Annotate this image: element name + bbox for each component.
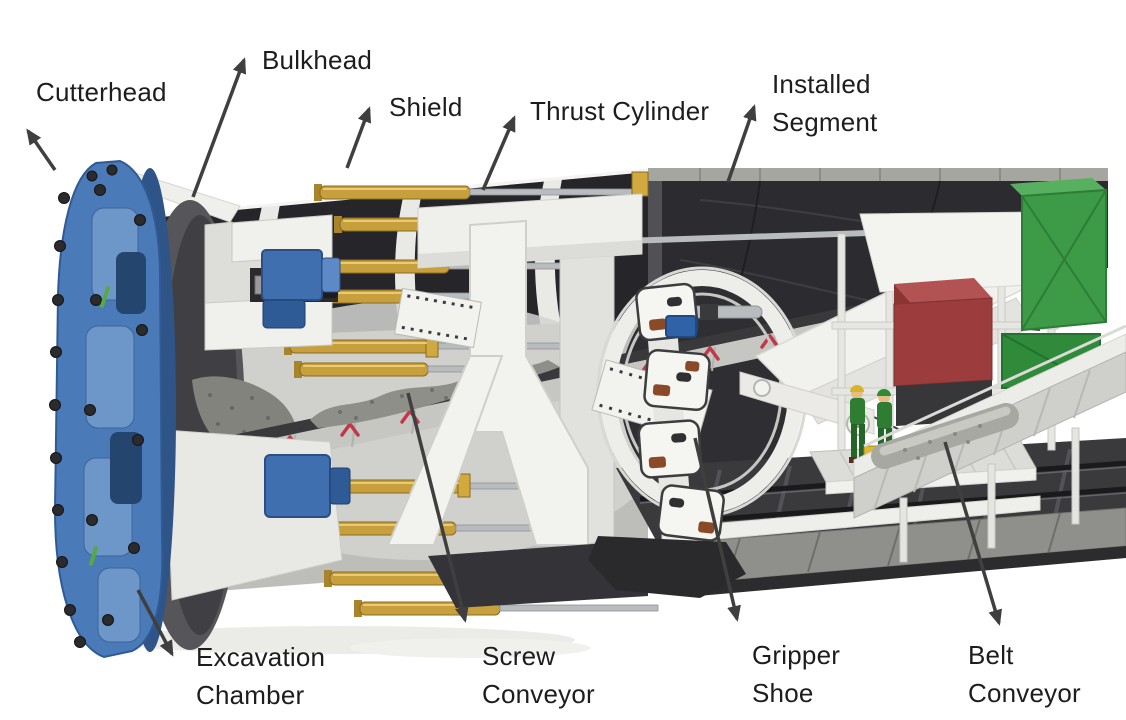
label-excavation-chamber: Excavation Chamber [196, 638, 325, 714]
label-line: Cutterhead [36, 77, 167, 107]
arrow-bulkhead [191, 57, 247, 198]
label-screw-conveyor: Screw Conveyor [482, 637, 595, 713]
label-thrust-cylinder: Thrust Cylinder [530, 92, 709, 130]
arrow-screw-conveyor [406, 392, 469, 623]
arrow-gripper-shoe [693, 437, 741, 622]
label-line: Shoe [752, 678, 814, 708]
label-gripper-shoe: Gripper Shoe [752, 636, 840, 712]
label-line: Bulkhead [262, 45, 373, 75]
arrow-excavation-chamber [136, 589, 174, 657]
arrow-installed-segment [726, 104, 757, 183]
label-line: Belt [968, 640, 1014, 670]
label-cutterhead: Cutterhead [36, 73, 167, 111]
label-shield: Shield [389, 88, 462, 126]
cutterhead-illustration [49, 159, 176, 659]
label-line: Shield [389, 92, 463, 122]
label-line: Segment [772, 107, 878, 137]
label-line: Thrust Cylinder [530, 96, 710, 126]
label-line: Conveyor [968, 678, 1081, 708]
arrow-thrust-cylinder [481, 115, 516, 191]
label-line: Screw [482, 641, 556, 671]
label-line: Installed [772, 69, 871, 99]
workers-illustration [849, 385, 894, 466]
label-line: Chamber [196, 680, 305, 710]
label-belt-conveyor: Belt Conveyor [968, 636, 1081, 712]
arrow-cutterhead [26, 128, 57, 171]
label-line: Gripper [752, 640, 841, 670]
callout-arrows [26, 57, 1002, 657]
gripper-shoe-illustration [588, 282, 746, 598]
backup-gantry-illustration [809, 178, 1107, 495]
label-line: Excavation [196, 642, 326, 672]
arrow-shield [345, 106, 372, 169]
arrow-belt-conveyor [943, 441, 1002, 626]
label-bulkhead: Bulkhead [262, 41, 372, 79]
label-installed-segment: Installed Segment [772, 65, 877, 141]
belt-conveyor-illustration [853, 324, 1126, 563]
erector-frame-illustration [386, 193, 643, 549]
ground-shadow [105, 626, 590, 658]
bulkhead-illustration [164, 214, 351, 601]
label-line: Conveyor [482, 679, 595, 709]
